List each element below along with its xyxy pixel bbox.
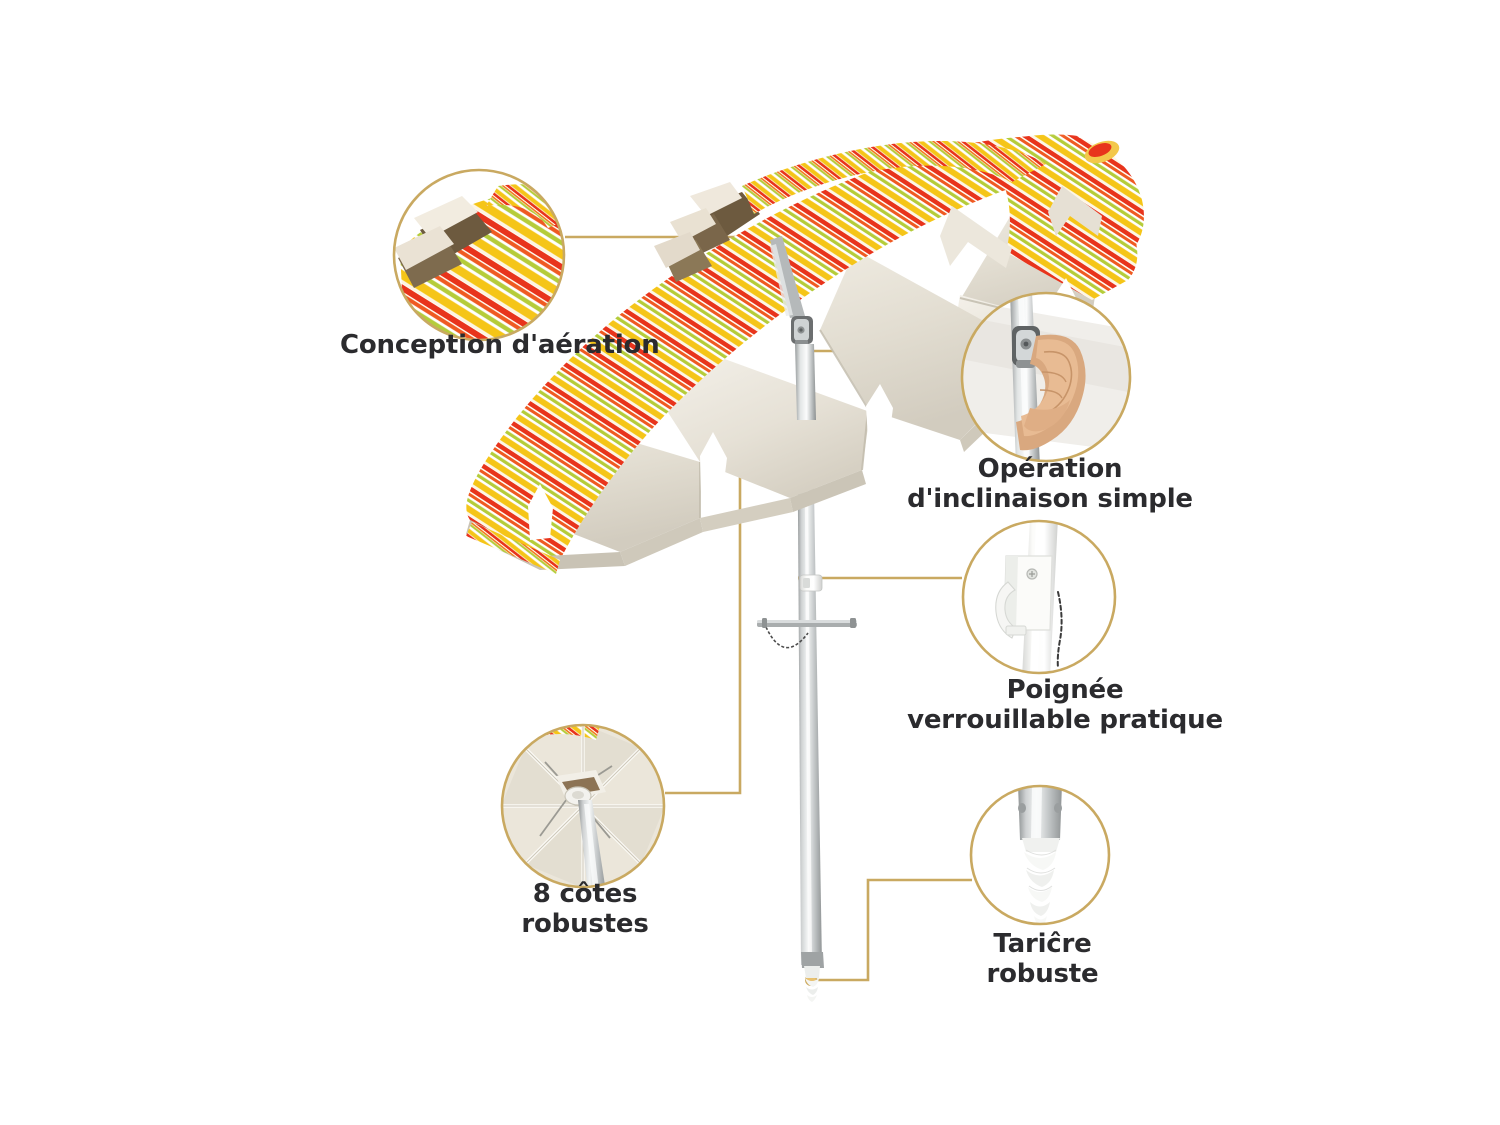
callout-label-tilt: Opération d'inclinaison simple (907, 454, 1193, 514)
hand-icon (1016, 334, 1086, 451)
callout-circle-aeration (392, 168, 566, 342)
callout-circle-tilt (960, 291, 1132, 463)
umbrella-illustration (466, 134, 1144, 1002)
canopy-scallop-edges (940, 186, 1102, 268)
callout-label-ribs: 8 côtes robustes (521, 879, 649, 939)
callout-circle-auger (969, 784, 1111, 926)
pole-hook-accessory (757, 618, 857, 649)
umbrella-pole (797, 370, 824, 1002)
callout-circle-handle (961, 519, 1117, 675)
connector-auger (812, 878, 972, 982)
vent-cap-flap (742, 140, 1046, 214)
canopy-striped-face (472, 137, 1098, 561)
canopy-rim-trim (466, 522, 560, 574)
tilt-joint (791, 316, 813, 346)
umbrella-canopy (466, 134, 1144, 574)
anchor-auger-tip (804, 966, 820, 1002)
canopy-striped-right (992, 148, 1138, 300)
vent-openings (654, 182, 760, 282)
callout-circle-ribs (500, 723, 666, 889)
canopy-apex (1084, 140, 1120, 164)
canopy-panel-center (820, 250, 1005, 440)
callout-label-handle: Poignée verrouillable pratique (907, 675, 1223, 735)
callout-label-aeration: Conception d'aération (340, 330, 660, 360)
umbrella-upper-pole (770, 236, 816, 420)
callout-label-auger: Tariĉre robuste (986, 929, 1099, 989)
